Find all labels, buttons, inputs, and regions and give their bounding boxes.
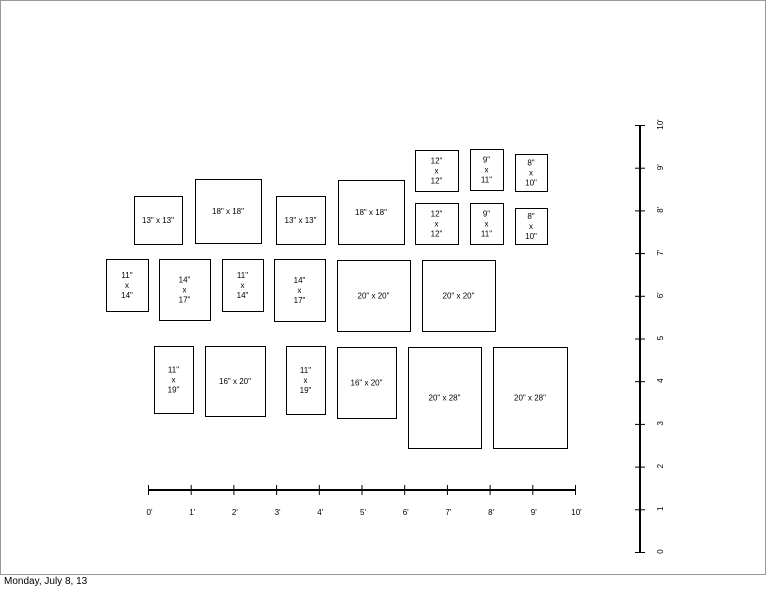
frame-outline <box>134 196 183 245</box>
frame-outline <box>286 346 326 415</box>
frame-outline <box>337 347 397 419</box>
frame-layout-diagram: 13" x 13" 18" x 18" 13" x 13" 18" x 18" 12"x… <box>106 119 665 554</box>
frame-label: 20" x 28" <box>429 394 461 403</box>
frame-2: 18" x 18" <box>195 179 262 244</box>
frame-label: 20" x 20" <box>443 292 475 301</box>
x-tick-label: 9' <box>531 508 537 517</box>
frame-outline <box>493 347 568 449</box>
frame-outline <box>515 154 548 192</box>
frame-21: 20" x 28" <box>408 347 482 449</box>
frame-3: 13" x 13" <box>276 196 326 245</box>
frame-outline <box>415 150 459 192</box>
y-tick-label: 0 <box>656 549 665 554</box>
frame-outline <box>195 179 262 244</box>
frame-label: 16" x 20" <box>219 377 251 386</box>
frame-20: 16" x 20" <box>337 347 397 419</box>
frame-label: 13" x 13" <box>285 216 317 225</box>
frame-label: 18" x 18" <box>355 208 387 217</box>
x-tick-label: 6' <box>403 508 409 517</box>
frame-outline <box>470 149 504 191</box>
frame-label: 18" x 18" <box>212 207 244 216</box>
y-tick-label: 10' <box>656 119 665 130</box>
frame-15: 20" x 20" <box>337 260 411 332</box>
frame-outline <box>276 196 326 245</box>
frame-label: 20" x 28" <box>514 394 546 403</box>
horizontal-ruler: 0' 1' 2' 3' 4' 5' 6' 7' 8' 9' 10' <box>147 485 582 517</box>
y-tick-label: 2 <box>656 463 665 468</box>
frame-outline <box>337 260 411 332</box>
frame-outline <box>415 203 459 245</box>
frame-outline <box>222 259 264 312</box>
footer-date: Monday, July 8, 13 <box>4 576 88 587</box>
x-tick-label: 4' <box>317 508 323 517</box>
frame-16: 20" x 20" <box>422 260 496 332</box>
frame-label: 16" x 20" <box>351 379 383 388</box>
frame-outline <box>274 259 326 322</box>
frame-outline <box>205 346 266 417</box>
x-tick-label: 2' <box>232 508 238 517</box>
y-tick-label: 6' <box>656 292 665 298</box>
x-tick-label: 3' <box>275 508 281 517</box>
slide-canvas: 13" x 13" 18" x 18" 13" x 13" 18" x 18" 12"x… <box>0 0 766 575</box>
vertical-ruler: 0 1 2 3 4 5 6' 7' 8' 9' 10' <box>635 119 665 554</box>
x-tick-label: 7' <box>445 508 451 517</box>
frame-outline <box>154 346 194 414</box>
y-tick-label: 9' <box>656 164 665 170</box>
y-tick-label: 1 <box>656 506 665 511</box>
frame-outline <box>159 259 211 321</box>
frame-22: 20" x 28" <box>493 347 568 449</box>
x-tick-label: 0' <box>147 508 153 517</box>
x-tick-label: 8' <box>488 508 494 517</box>
frame-18: 16" x 20" <box>205 346 266 417</box>
x-tick-label: 10' <box>571 508 582 517</box>
frames-layer: 13" x 13" 18" x 18" 13" x 13" 18" x 18" 12"x… <box>106 149 568 449</box>
frame-outline <box>422 260 496 332</box>
frame-outline <box>408 347 482 449</box>
y-tick-label: 3 <box>656 421 665 426</box>
frame-outline <box>470 203 504 245</box>
frame-label: 13" x 13" <box>142 216 174 225</box>
frame-label: 20" x 20" <box>358 292 390 301</box>
frame-outline <box>515 208 548 245</box>
x-tick-label: 5' <box>360 508 366 517</box>
frame-outline <box>338 180 405 245</box>
frame-outline <box>106 259 149 312</box>
y-tick-label: 4 <box>656 378 665 383</box>
y-tick-label: 5 <box>656 335 665 340</box>
y-tick-label: 7' <box>656 249 665 255</box>
y-tick-label: 8' <box>656 206 665 212</box>
frame-1: 13" x 13" <box>134 196 183 245</box>
x-tick-label: 1' <box>189 508 195 517</box>
frame-4: 18" x 18" <box>338 180 405 245</box>
